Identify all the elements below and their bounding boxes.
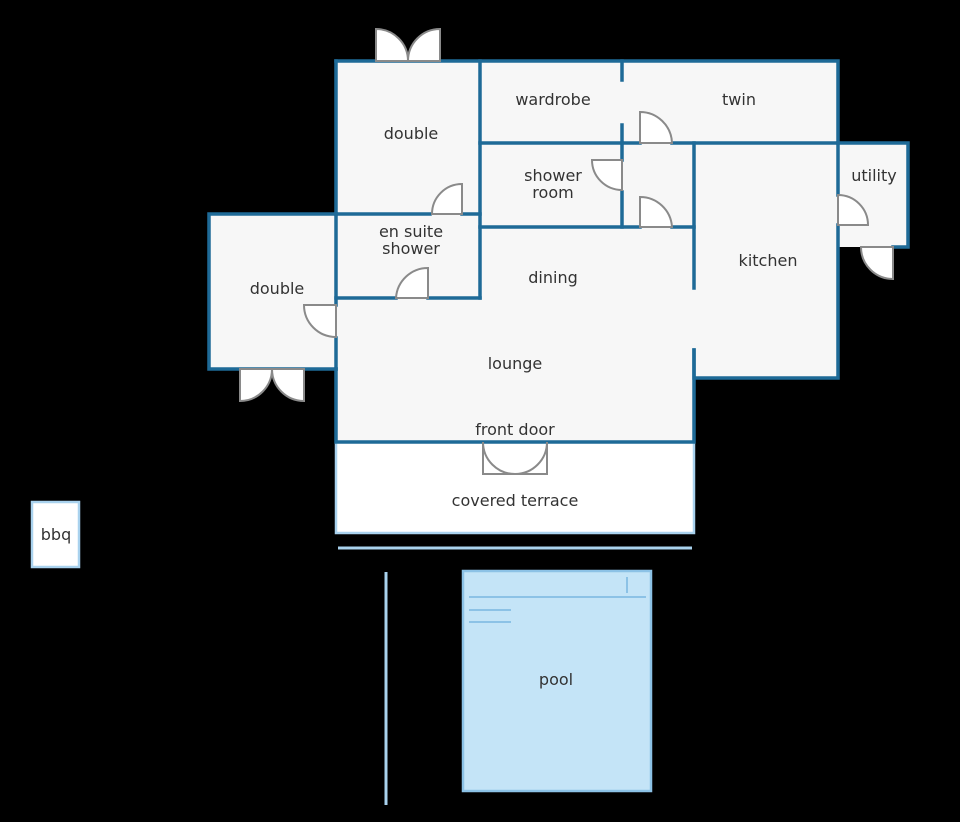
label-double-top: double <box>384 124 439 143</box>
door-front-right-leaf <box>514 441 548 475</box>
door-ensuite-lower <box>394 266 429 299</box>
floor-double-left <box>209 214 336 369</box>
covered-terrace-area <box>334 440 696 535</box>
label-lounge: lounge <box>488 354 543 373</box>
label-twin: twin <box>722 90 756 109</box>
label-wardrobe: wardrobe <box>515 90 590 109</box>
wall-top <box>334 59 840 145</box>
door-utility-outside <box>859 246 894 281</box>
door-double-left-bottom-left-leaf <box>239 368 274 403</box>
wall-lounge-outer <box>334 348 696 444</box>
door-utility <box>837 193 870 226</box>
room-labels: double wardrobe twin shower room utility… <box>41 90 897 689</box>
label-double-left: double <box>250 279 305 298</box>
door-dining-corridor <box>639 195 674 228</box>
door-double-top-left-leaf <box>375 27 410 62</box>
wall-utility-outer <box>836 141 910 249</box>
pool <box>461 569 653 793</box>
doors <box>239 27 894 475</box>
door-double-left <box>302 304 337 339</box>
label-bbq: bbq <box>41 525 71 544</box>
label-en-suite-line1: en suite <box>379 222 443 241</box>
label-covered-terrace: covered terrace <box>452 491 579 510</box>
floor-kitchen <box>694 143 838 378</box>
label-shower-room-line2: room <box>532 183 573 202</box>
door-ensuite <box>430 182 463 215</box>
label-front-door: front door <box>475 420 555 439</box>
label-dining: dining <box>528 268 577 287</box>
label-utility: utility <box>851 166 897 185</box>
label-pool: pool <box>539 670 573 689</box>
door-double-top-right-leaf <box>406 27 441 62</box>
door-front-left-leaf <box>482 441 516 475</box>
pool-water <box>461 569 653 793</box>
label-en-suite-line2: shower <box>382 239 440 258</box>
door-shower-room <box>590 159 623 192</box>
bbq-box <box>30 500 81 569</box>
walls <box>207 59 910 444</box>
door-twin <box>639 110 674 144</box>
floor-top-wing <box>336 61 838 143</box>
label-shower-room-line1: shower <box>524 166 582 185</box>
door-double-left-bottom-right-leaf <box>270 368 305 403</box>
floor-areas <box>209 61 908 442</box>
floor-central <box>336 143 694 442</box>
floor-utility <box>838 143 908 247</box>
label-kitchen: kitchen <box>739 251 798 270</box>
